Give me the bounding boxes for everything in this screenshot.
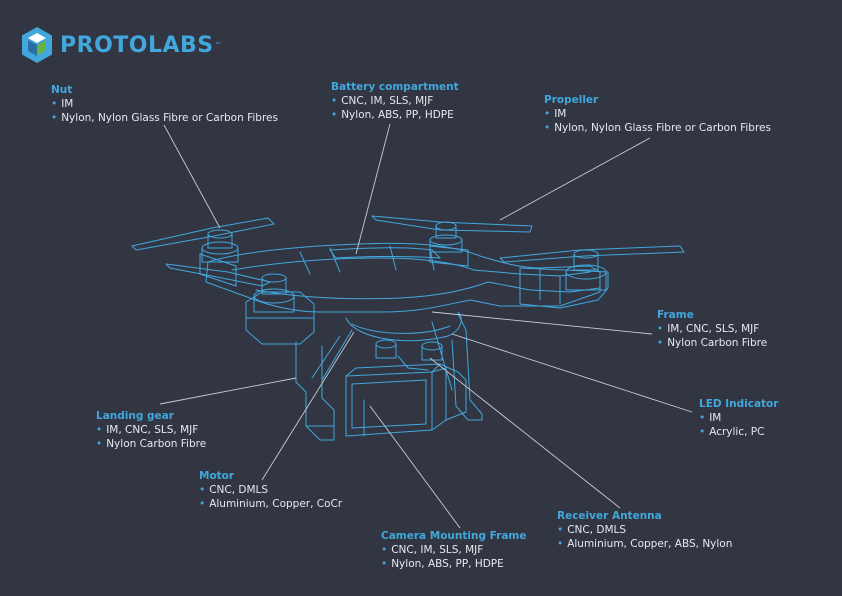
arm-pod-front-right (519, 267, 609, 309)
part-title: Battery compartment (331, 81, 459, 93)
leader-frame (431, 311, 653, 335)
part-material: •Nylon, ABS, PP, HDPE (331, 109, 454, 121)
part-title: Motor (199, 470, 235, 482)
label-camera-mounting-frame: Camera Mounting Frame •CNC, IM, SLS, MJF… (381, 529, 526, 571)
part-material: •Aluminium, Copper, CoCr (199, 498, 343, 510)
part-material: •Nylon, Nylon Glass Fibre or Carbon Fibr… (544, 122, 771, 134)
leader-camera (369, 405, 461, 529)
part-process: •CNC, IM, SLS, MJF (331, 95, 434, 107)
propeller-front-left (165, 263, 271, 287)
camera-mounting-frame (345, 363, 467, 437)
label-frame: Frame •IM, CNC, SLS, MJF •Nylon Carbon F… (657, 308, 767, 350)
part-process: •IM, CNC, SLS, MJF (657, 323, 760, 335)
part-process: •CNC, DMLS (557, 524, 627, 536)
part-process: •CNC, IM, SLS, MJF (381, 544, 484, 556)
frame-underside (345, 311, 462, 342)
part-process: •CNC, DMLS (199, 484, 269, 496)
label-nut: Nut •IM •Nylon, Nylon Glass Fibre or Car… (51, 83, 278, 125)
part-title: Nut (51, 84, 73, 96)
drone-body-shell (205, 242, 601, 313)
part-material: •Acrylic, PC (699, 426, 765, 438)
motor-front-left (253, 273, 295, 313)
part-process: •IM (51, 98, 74, 110)
part-material: •Nylon Carbon Fibre (96, 438, 207, 450)
leader-receiver (429, 357, 621, 509)
leader-propeller (499, 137, 651, 221)
logo-trademark: ™ (214, 41, 222, 49)
leader-led (451, 333, 693, 413)
part-title: Receiver Antenna (557, 510, 662, 522)
label-receiver-antenna: Receiver Antenna •CNC, DMLS •Aluminium, … (557, 509, 732, 551)
part-title: Propeller (544, 94, 599, 106)
part-process: •IM, CNC, SLS, MJF (96, 424, 199, 436)
propeller-back-left (131, 217, 275, 251)
part-title: Landing gear (96, 410, 174, 422)
label-led-indicator: LED Indicator •IM •Acrylic, PC (699, 397, 778, 439)
part-title: LED Indicator (699, 398, 779, 410)
label-motor: Motor •CNC, DMLS •Aluminium, Copper, CoC… (199, 469, 342, 511)
leader-motor (261, 331, 355, 481)
label-landing-gear: Landing gear •IM, CNC, SLS, MJF •Nylon C… (96, 409, 206, 451)
logo-wordmark: PROTOLABS (60, 32, 214, 58)
part-material: •Nylon Carbon Fibre (657, 337, 768, 349)
part-material: •Nylon, ABS, PP, HDPE (381, 558, 504, 570)
label-battery-compartment: Battery compartment •CNC, IM, SLS, MJF •… (331, 80, 459, 122)
leader-landing-gear (159, 377, 297, 405)
part-process: •IM (699, 412, 722, 424)
arm-pod-front-left (245, 291, 315, 345)
propeller-front-right (499, 245, 685, 263)
propeller-back-right (371, 215, 533, 233)
protolabs-hexagon-icon (22, 27, 52, 63)
leader-lines (159, 123, 693, 529)
leader-battery (355, 123, 391, 255)
label-propeller: Propeller •IM •Nylon, Nylon Glass Fibre … (544, 93, 771, 135)
leader-nut (163, 124, 221, 229)
part-material: •Nylon, Nylon Glass Fibre or Carbon Fibr… (51, 112, 278, 124)
part-title: Frame (657, 309, 694, 321)
part-process: •IM (544, 108, 567, 120)
arm-pod-back-left (199, 253, 237, 287)
part-title: Camera Mounting Frame (381, 530, 527, 542)
battery-compartment-lid (329, 247, 441, 259)
part-material: •Aluminium, Copper, ABS, Nylon (557, 538, 733, 550)
